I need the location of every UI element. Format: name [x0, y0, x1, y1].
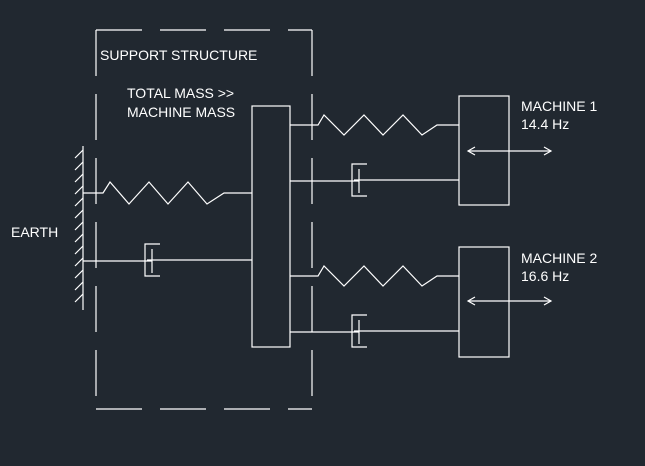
machine2-block: [458, 246, 510, 358]
machine2-frequency-label: 16.6 Hz: [521, 268, 570, 284]
machine1-frequency-label: 14.4 Hz: [521, 116, 570, 132]
earth-spring: [83, 180, 252, 205]
support-structure-boundary: [95, 29, 313, 410]
machine2-spring: [290, 265, 459, 287]
earth-hatching: [74, 149, 84, 303]
machine1-spring: [290, 114, 459, 136]
machine2-motion-arrow: [466, 296, 553, 306]
total-mass-label-line1: TOTAL MASS >>: [127, 85, 235, 101]
machine1-damper: [290, 163, 459, 197]
machine1-motion-arrow: [466, 146, 553, 156]
earth-ground: [74, 146, 84, 310]
total-mass-block: [251, 105, 291, 348]
earth-damper: [83, 243, 252, 277]
support-structure-label: SUPPORT STRUCTURE: [100, 47, 258, 63]
machine2-damper: [290, 314, 459, 348]
earth-label: EARTH: [11, 224, 59, 240]
total-mass-label-line2: MACHINE MASS: [127, 104, 236, 120]
machine1-name-label: MACHINE 1: [521, 98, 598, 114]
machine2-name-label: MACHINE 2: [521, 250, 598, 266]
